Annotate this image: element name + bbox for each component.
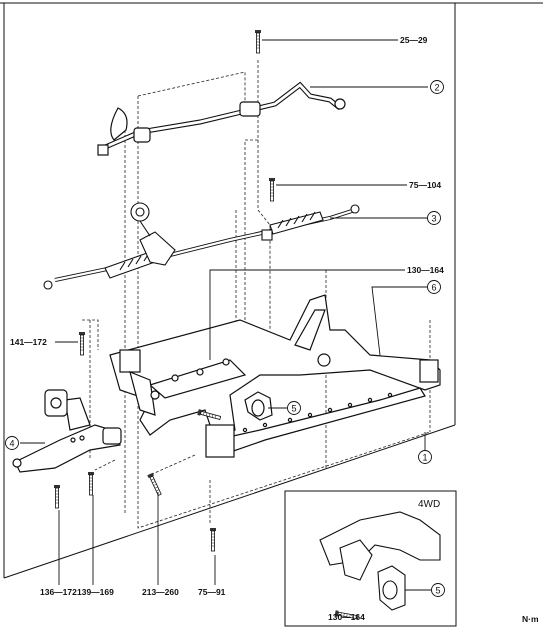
callout-2: 2 <box>434 83 439 93</box>
stabilizer-bar <box>97 81 346 156</box>
callout-circle-6 <box>427 280 441 294</box>
torque-141-172: 141—172 <box>10 337 47 347</box>
bolt-steering <box>268 177 276 202</box>
torque-unit: N·m <box>522 614 539 624</box>
torque-130-164-top: 130—164 <box>407 265 444 275</box>
torque-136-172: 136—172 <box>40 587 77 597</box>
bolt-136-172 <box>53 484 61 509</box>
callout-6: 6 <box>431 283 436 293</box>
inset-title: 4WD <box>418 499 440 510</box>
torque-139-169: 139—169 <box>77 587 114 597</box>
torque-25-29: 25—29 <box>400 35 428 45</box>
callout-4: 4 <box>9 439 14 449</box>
callout-circle-4 <box>5 436 19 450</box>
callout-circle-1 <box>418 450 432 464</box>
callout-5-inset: 5 <box>435 586 440 596</box>
engine-mount <box>244 391 273 421</box>
callout-circle-2 <box>430 80 444 94</box>
torque-213-260: 213—260 <box>142 587 179 597</box>
torque-75-104: 75—104 <box>409 180 441 190</box>
callout-circle-5-inset <box>431 583 445 597</box>
steering-gear <box>43 202 360 290</box>
bolt-141-172 <box>78 331 86 356</box>
torque-75-91: 75—91 <box>198 587 226 597</box>
inset-4wd: 4WD 5 130—164 <box>284 490 457 627</box>
bolt-75-91 <box>209 527 217 552</box>
callout-circle-5 <box>287 401 301 415</box>
front-crossmember <box>109 294 441 458</box>
bolt-139-169 <box>87 471 95 496</box>
lower-arm <box>12 389 122 473</box>
bolt-top <box>254 29 262 54</box>
callout-1: 1 <box>422 453 427 463</box>
callout-5: 5 <box>291 404 296 414</box>
callout-circle-3 <box>427 211 441 225</box>
diagram-frame <box>0 2 543 579</box>
bolt-213-260 <box>146 472 163 497</box>
leader-lines <box>20 39 428 585</box>
torque-130-164-inset: 130—164 <box>328 612 365 622</box>
callout-3: 3 <box>431 214 436 224</box>
